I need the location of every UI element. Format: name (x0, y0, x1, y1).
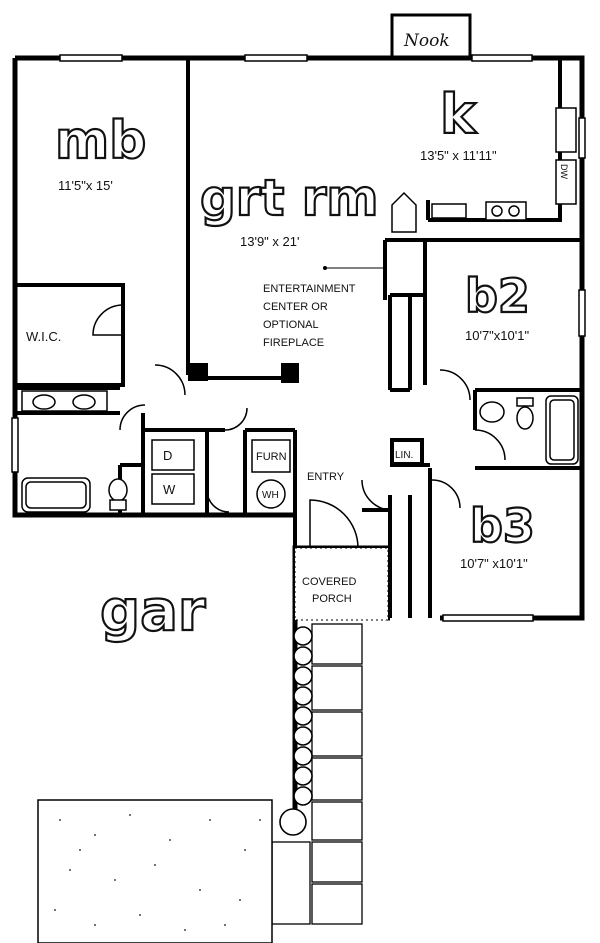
kitchen-dims: 13'5" x 11'11" (420, 148, 497, 163)
master-bedroom-label: mb (55, 111, 146, 171)
laundry-fixtures (151, 439, 291, 509)
interior-walls (15, 58, 582, 618)
dryer-label: D (163, 448, 172, 463)
entertainment-note-line-1: ENTERTAINMENT (263, 283, 356, 295)
washer-label: W (163, 482, 176, 497)
dishwasher-label: DW (559, 164, 569, 179)
entertainment-note-line-4: FIREPLACE (263, 337, 324, 349)
bedroom2-label: b2 (465, 269, 530, 323)
nook-bumpout: Nook (390, 13, 472, 61)
walkway (271, 623, 363, 925)
shrubs (279, 626, 313, 836)
driveway (37, 799, 273, 943)
kitchen-label: k (440, 83, 477, 146)
covered-porch (294, 547, 389, 621)
bedroom3-dims: 10'7" x10'1" (460, 556, 528, 571)
entertainment-note-line-3: OPTIONAL (263, 319, 319, 331)
water-heater-label: WH (262, 490, 279, 501)
entertainment-note-line-2: CENTER OR (263, 301, 328, 313)
garage-label: gar (100, 579, 206, 644)
bath-fixtures (21, 390, 579, 513)
porch-note-line-1: COVERED (302, 576, 356, 588)
great-room-dims: 13'9" x 21' (240, 234, 299, 249)
bedroom3-label: b3 (470, 499, 535, 553)
entry-label: ENTRY (307, 471, 345, 483)
kitchen-fixtures (431, 107, 577, 221)
entertainment-leader-dot (323, 266, 327, 270)
nook-label: Nook (403, 31, 450, 51)
bedroom2-dims: 10'7"x10'1" (465, 328, 529, 343)
porch-note: COVERED PORCH (302, 576, 356, 605)
door-swings (92, 191, 506, 549)
entertainment-note: ENTERTAINMENT CENTER OR OPTIONAL FIREPLA… (263, 283, 356, 349)
linen-label: LIN. (395, 450, 413, 461)
great-room-label: grt rm (200, 169, 379, 227)
windows (11, 54, 586, 622)
master-bedroom-dims: 11'5"x 15' (58, 178, 113, 193)
porch-note-line-2: PORCH (312, 593, 352, 605)
furnace-label: FURN (256, 451, 287, 463)
wic-label: W.I.C. (26, 329, 61, 344)
